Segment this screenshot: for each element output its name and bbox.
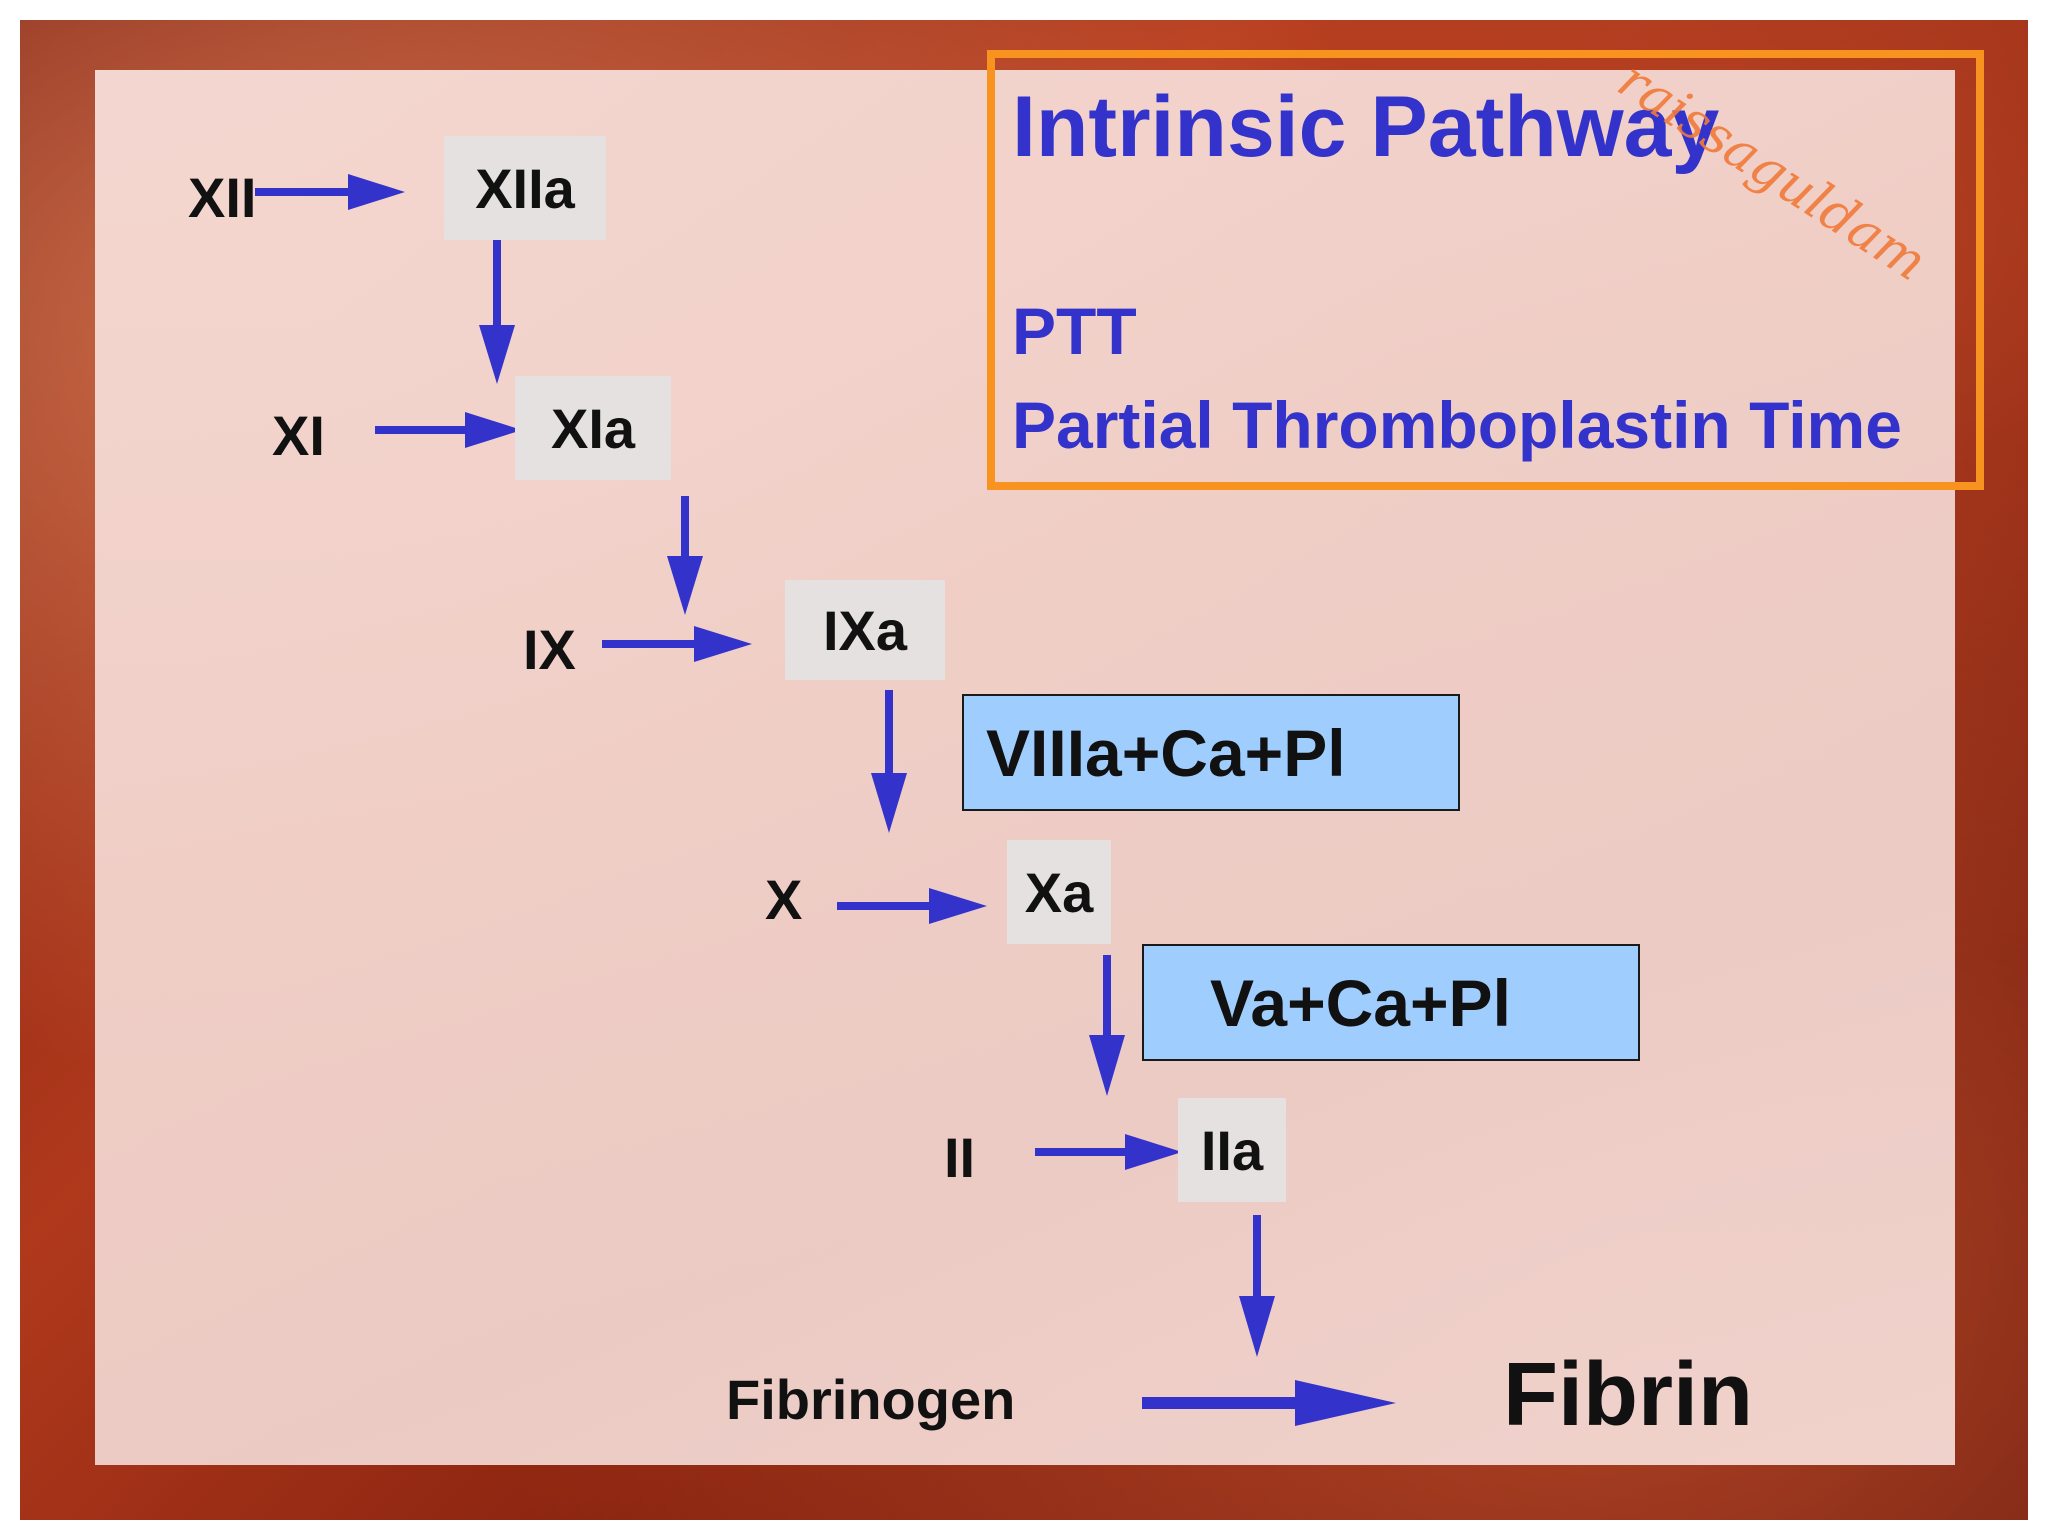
title-heading: Intrinsic Pathway	[1012, 79, 1720, 175]
factor-xa: Xa	[1007, 840, 1111, 944]
arrow-xii-to-xiia	[255, 174, 405, 210]
factor-xi: XI	[272, 404, 325, 467]
arrow-ii-to-iia	[1035, 1134, 1182, 1170]
factor-xia: XIa	[515, 376, 671, 480]
arrow-x-to-xa	[837, 888, 987, 924]
cofactor-prothrombinase: Va+Ca+Pl	[1142, 944, 1640, 1061]
arrow-fibrinogen-to-fibrin	[1142, 1380, 1396, 1426]
arrow-ix-to-ixa	[602, 626, 752, 662]
factor-iia: IIa	[1178, 1098, 1286, 1202]
title-full-name: Partial Thromboplastin Time	[1012, 388, 1902, 462]
arrow-ixa-down	[871, 690, 907, 833]
factor-fibrinogen: Fibrinogen	[726, 1368, 1016, 1431]
factor-fibrin: Fibrin	[1503, 1345, 1753, 1445]
title-abbreviation: PTT	[1012, 294, 1137, 368]
factor-ix: IX	[523, 618, 576, 681]
arrow-xi-to-xia	[375, 412, 522, 448]
arrow-xa-down	[1089, 955, 1125, 1096]
arrow-iia-down	[1239, 1215, 1275, 1357]
arrow-xiia-down	[479, 240, 515, 384]
factor-xiia: XIIa	[444, 136, 606, 240]
factor-ixa: IXa	[785, 580, 945, 680]
title-box	[987, 50, 1984, 490]
factor-ii: II	[944, 1126, 976, 1189]
factor-xii: XII	[188, 166, 257, 229]
arrow-xia-down	[667, 496, 703, 615]
factor-x: X	[765, 868, 803, 931]
cofactor-tenase: VIIIa+Ca+Pl	[962, 694, 1460, 811]
